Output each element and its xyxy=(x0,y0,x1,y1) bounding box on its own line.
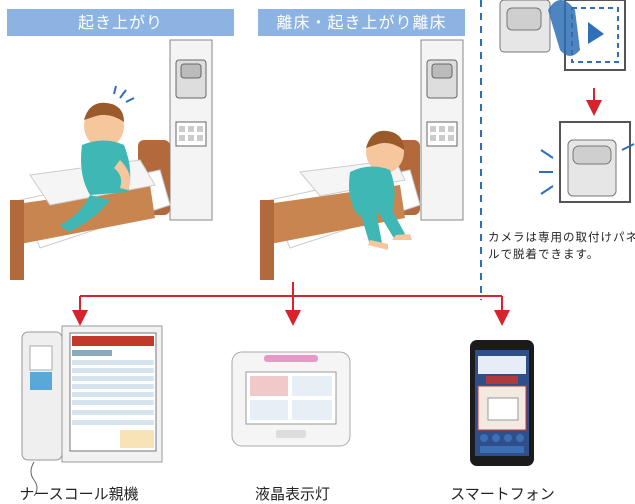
scene-getting-up-illustration xyxy=(10,39,213,280)
mounted-camera-icon xyxy=(539,121,635,203)
lcd-display-light-icon xyxy=(231,351,351,447)
scene-header-getting-up: 起き上がり xyxy=(7,9,234,36)
device-label-smartphone: スマートフォン xyxy=(450,485,555,503)
patient-leaving-bed-icon xyxy=(349,130,412,250)
wall-outlet-icon-2 xyxy=(426,121,458,147)
notification-arrows xyxy=(72,282,510,326)
wall-outlet-icon xyxy=(175,121,207,147)
wall-camera-icon xyxy=(175,59,207,99)
device-label-nurse-call-master: ナースコール親機 xyxy=(19,485,139,503)
scene-header-leaving-bed: 離床・起き上がり離床 xyxy=(258,9,465,36)
camera-mount-note: カメラは専用の取付けパネルで脱着できます。 xyxy=(488,230,635,261)
camera-mount-illustration xyxy=(499,0,626,71)
smartphone-icon xyxy=(470,340,534,466)
patient-sitting-up-icon xyxy=(60,85,135,232)
scene-leaving-bed-illustration xyxy=(260,39,464,280)
device-label-lcd-display-light: 液晶表示灯 xyxy=(254,485,330,503)
nurse-call-master-unit-icon xyxy=(21,325,163,497)
wall-camera-icon-2 xyxy=(426,59,458,99)
